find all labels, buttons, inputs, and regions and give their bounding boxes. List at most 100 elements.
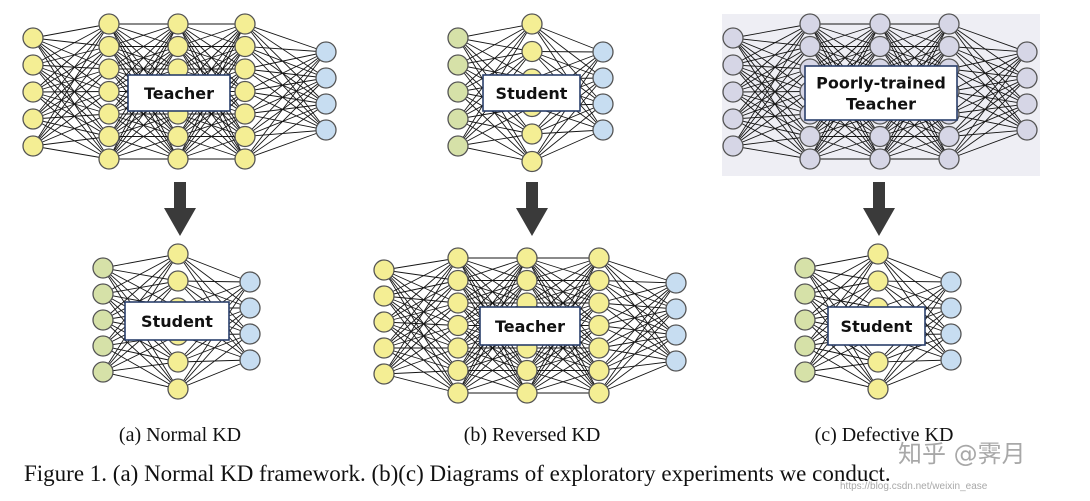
neuron-node: [447, 108, 469, 130]
neuron-node: [799, 13, 821, 35]
edge: [732, 91, 811, 120]
edge: [32, 37, 110, 70]
neuron-node: [98, 103, 120, 125]
edge: [32, 64, 110, 115]
neuron-node: [98, 58, 120, 80]
network-label-box: [482, 74, 581, 112]
edge: [809, 23, 881, 70]
edge: [948, 46, 1028, 131]
edge: [383, 257, 459, 271]
neuron-node: [592, 41, 614, 63]
edge: [177, 280, 251, 283]
edge: [598, 257, 677, 310]
neuron-node: [315, 67, 337, 89]
neuron-node: [373, 285, 395, 307]
edge: [32, 91, 110, 120]
neuron-node: [665, 324, 687, 346]
neuron-node: [592, 119, 614, 141]
edge: [948, 23, 1028, 105]
edge: [598, 334, 677, 394]
watermark-text: 知乎 @霁月: [898, 440, 1026, 468]
edge: [732, 136, 811, 147]
network-label: Teacher: [144, 84, 214, 103]
edge: [32, 46, 110, 120]
edge: [244, 77, 327, 137]
neuron-node: [869, 13, 891, 35]
edge: [531, 103, 604, 162]
edge: [526, 370, 600, 394]
down-arrow-icon: [863, 182, 895, 236]
edge: [732, 145, 811, 160]
edge: [383, 269, 459, 394]
neuron-node: [239, 349, 261, 371]
edge: [531, 51, 604, 79]
edge: [383, 321, 459, 326]
network-label-box: [124, 301, 230, 341]
edge: [457, 257, 528, 326]
edge: [804, 253, 879, 269]
neuron-node: [447, 247, 469, 269]
edge: [457, 133, 533, 147]
edge: [383, 295, 459, 304]
edge: [732, 91, 811, 147]
edge: [102, 253, 179, 269]
edge: [177, 113, 246, 160]
edge: [526, 257, 600, 304]
network-label-box: [479, 306, 581, 346]
neuron-node: [315, 93, 337, 115]
neuron-node: [22, 108, 44, 130]
edge: [948, 51, 1028, 137]
neuron-node: [588, 382, 610, 404]
edge: [177, 359, 251, 390]
edge: [732, 23, 811, 93]
edge: [732, 113, 811, 147]
edge: [877, 253, 952, 335]
neuron-node: [665, 298, 687, 320]
edge: [383, 321, 459, 349]
network-label: Teacher: [846, 95, 916, 114]
edge: [948, 77, 1028, 160]
edge: [598, 334, 677, 349]
edge: [102, 361, 179, 373]
edge: [383, 269, 459, 281]
edge: [244, 103, 327, 137]
edge: [948, 46, 1028, 79]
edge: [32, 23, 110, 147]
neuron-node: [869, 125, 891, 148]
edge: [732, 64, 811, 115]
edge: [732, 64, 811, 70]
edge: [32, 23, 110, 120]
edge: [598, 308, 677, 326]
neuron-node: [588, 247, 610, 269]
edge: [531, 23, 604, 79]
neuron-node: [447, 81, 469, 103]
edge: [948, 129, 1028, 137]
network-label: Student: [496, 84, 568, 103]
neuron-node: [98, 35, 120, 58]
watermark-url: https://blog.csdn.net/weixin_ease: [840, 481, 988, 492]
edge: [531, 129, 604, 162]
edge: [244, 129, 327, 160]
edge: [244, 46, 327, 131]
neuron-node: [516, 247, 538, 269]
edge: [948, 103, 1028, 137]
edge: [948, 23, 1028, 53]
neuron-node: [592, 67, 614, 89]
edge: [457, 347, 528, 394]
edge: [102, 253, 179, 347]
neuron-node: [92, 361, 114, 383]
network-label: Student: [841, 317, 913, 336]
edge: [177, 280, 251, 309]
edge: [383, 302, 459, 323]
neuron-node: [867, 270, 889, 292]
neuron-node: [239, 271, 261, 293]
edge: [383, 321, 459, 394]
edge: [598, 302, 677, 310]
edge: [804, 361, 879, 373]
neuron-node: [167, 125, 189, 148]
neuron-node: [447, 292, 469, 314]
edge: [732, 23, 811, 147]
neuron-node: [665, 272, 687, 294]
